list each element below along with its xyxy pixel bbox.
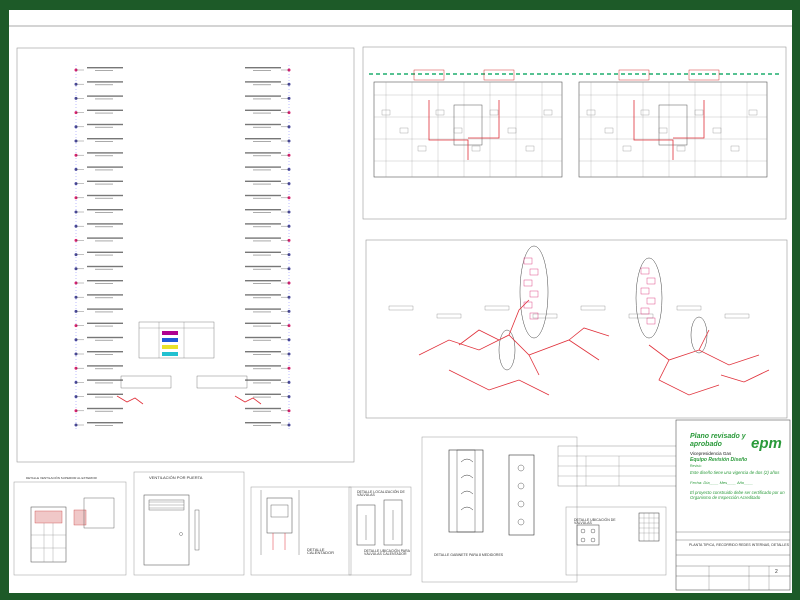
floor-plan-block-b	[578, 69, 768, 178]
stamp-revision-label: Revisó:	[690, 464, 702, 468]
riser-left	[74, 65, 123, 430]
detail-localizacion-valvulas	[348, 486, 412, 576]
detail-gabinete-medidores	[421, 436, 578, 583]
isometric-lines	[388, 245, 770, 396]
caption-ubicacion-valvulas: DETALLE UBICACIÓN PARA VÁLVULAS CALENTAD…	[364, 549, 410, 557]
riser-right	[245, 65, 291, 430]
epm-logo: epm	[751, 435, 782, 452]
caption-ventilacion-superior: DETALLE VENTILACIÓN SUPERIOR AL EXTERIOR	[26, 476, 97, 480]
stamp-vigencia: Este diseño tiene una vigencia de dos (2…	[690, 470, 780, 475]
caption-gabinete: DETALLE GABINETE PARA 8 MEDIDORES	[434, 553, 504, 557]
stamp-line-2: aprobado	[690, 441, 722, 448]
detail-ventilacion-puerta	[133, 471, 245, 576]
detail-ventilacion-superior	[13, 481, 127, 576]
caption-cuadro-valvulas: DETALLE UBICACIÓN DE VÁLVULAS	[574, 518, 616, 526]
caption-calentador: DETALLE CALENTADOR	[307, 547, 335, 556]
stamp-line-1: Plano revisado y	[690, 433, 746, 440]
floor-plan-block-a	[373, 69, 563, 178]
stamp-team: Equipo Revisión Diseño	[690, 457, 748, 463]
floor-plan-panel	[362, 46, 787, 220]
drawing-title: PLANTA TIPICA, RECORRIDO REDES INTERNAS,…	[689, 543, 789, 547]
stamp-note: El proyecto construido debe ser certific…	[690, 490, 785, 500]
drawing-sheet: Plano revisado y aprobado epm Vicepresid…	[9, 10, 792, 593]
detail-ubicacion-valvulas	[565, 506, 667, 576]
caption-ventilacion-puerta: VENTILACIÓN POR PUERTA	[149, 475, 203, 480]
legend-table	[138, 321, 215, 359]
title-block	[675, 419, 791, 591]
cad-drawing	[9, 25, 792, 591]
isometric-gas-panel	[365, 239, 788, 419]
sheet-number: 2	[775, 569, 778, 575]
stamp-date-line: Fecha: Día____ Mes____ Año____	[690, 480, 754, 485]
stamp-dept: Vicepresidencia Gas	[690, 451, 732, 456]
caption-localizacion-valvulas: DETALLE LOCALIZACIÓN DE VÁLVULAS	[357, 490, 405, 498]
riser-isometric-panel	[16, 47, 355, 463]
specification-table	[557, 445, 679, 487]
detail-calentador	[250, 486, 352, 576]
